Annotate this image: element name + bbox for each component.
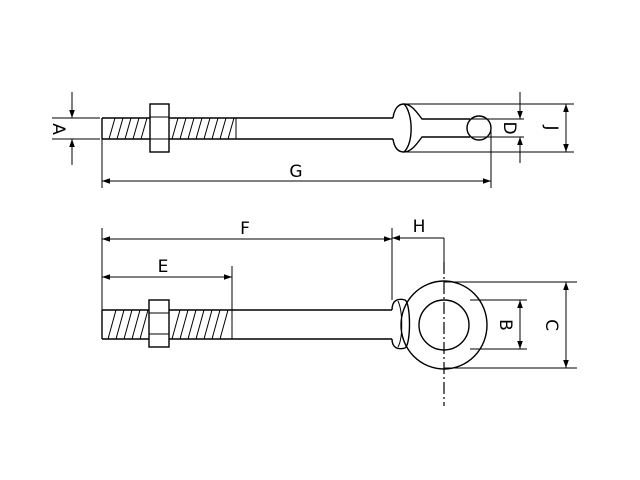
label-e: E: [158, 257, 169, 277]
label-j: J: [541, 124, 561, 130]
label-g: G: [289, 162, 302, 182]
label-f: F: [240, 219, 250, 239]
top-nut: [149, 103, 170, 153]
bottom-thread: [107, 309, 229, 340]
dimension-b: B: [495, 300, 523, 349]
top-view: A D J G: [48, 92, 574, 188]
dimension-h: H: [392, 217, 445, 262]
bottom-nut: [148, 299, 170, 348]
dimension-j: J: [541, 104, 569, 152]
bottom-collar: [391, 298, 411, 350]
label-h: H: [413, 217, 426, 237]
label-a: A: [48, 123, 68, 135]
bottom-shaft: [101, 309, 392, 340]
dimension-c: C: [541, 282, 569, 368]
dimension-e: E: [102, 257, 232, 280]
dimension-f: F: [102, 219, 392, 242]
dimension-g: G: [102, 162, 491, 184]
top-thread: [108, 117, 235, 140]
dimension-d: D: [499, 92, 523, 163]
label-b: B: [495, 319, 515, 331]
dimension-a: A: [48, 92, 75, 165]
top-eye-head: [392, 103, 492, 153]
label-d: D: [499, 121, 519, 134]
bottom-view: F E H B C: [101, 217, 577, 406]
bottom-eye-ring: [400, 262, 488, 406]
label-c: C: [541, 319, 561, 331]
top-extension-lines: [52, 103, 574, 188]
bottom-extension-lines: [101, 228, 577, 369]
